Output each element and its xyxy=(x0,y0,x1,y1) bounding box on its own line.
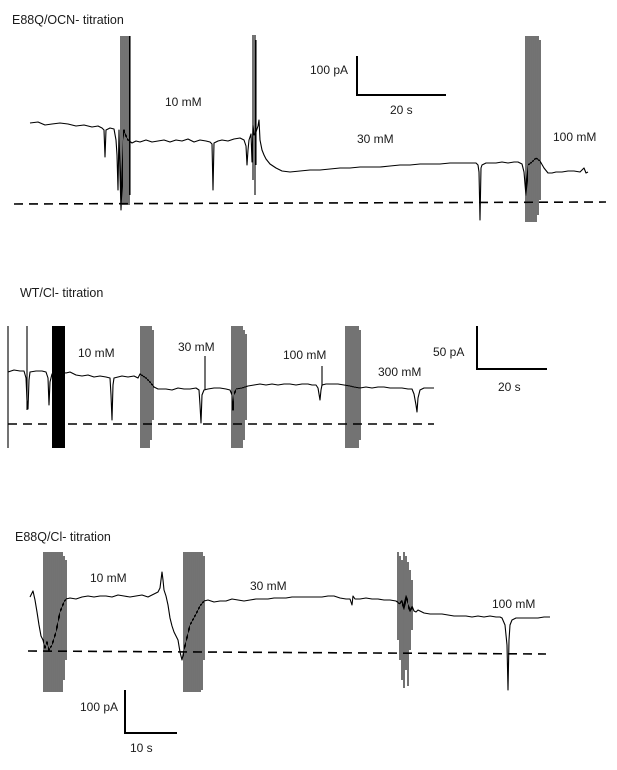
conc-label-10mm: 10 mM xyxy=(78,346,115,360)
current-trace xyxy=(29,571,550,691)
conc-label-10mm: 10 mM xyxy=(90,571,127,585)
panel-e88q-ocn: E88Q/OCN- titration xyxy=(12,13,607,222)
artifact-burst-1 xyxy=(120,36,131,205)
conc-label-100mm: 100 mM xyxy=(283,348,326,362)
panel-title-e88q-cl: E88Q/Cl- titration xyxy=(15,530,111,544)
single-spikes xyxy=(26,326,323,410)
conc-label-10mm: 10 mM xyxy=(165,95,202,109)
artifact-burst-1 xyxy=(140,326,154,448)
scale-bar xyxy=(476,326,547,370)
scale-bar xyxy=(356,56,446,96)
panel-title-wt-cl: WT/Cl- titration xyxy=(20,286,103,300)
scale-bar-current-label: 100 pA xyxy=(80,700,118,714)
scale-bar xyxy=(124,690,177,734)
scale-bar-current-label: 100 pA xyxy=(310,63,348,77)
scale-bar-time-label: 20 s xyxy=(390,103,413,117)
scale-bar-current-label: 50 pA xyxy=(433,345,464,359)
panel-title-e88q-ocn: E88Q/OCN- titration xyxy=(12,13,124,27)
artifact-burst-3 xyxy=(345,326,361,448)
artifact-burst-2 xyxy=(183,552,205,692)
conc-label-30mm: 30 mM xyxy=(178,340,215,354)
artifact-burst-1 xyxy=(43,552,67,692)
artifact-burst-3 xyxy=(525,36,541,222)
baseline-dashed-line xyxy=(13,201,607,205)
conc-label-30mm: 30 mM xyxy=(357,132,394,146)
artifact-burst-3 xyxy=(397,552,413,688)
conc-label-100mm: 100 mM xyxy=(553,130,596,144)
current-trace xyxy=(29,119,589,221)
scale-bar-time-label: 20 s xyxy=(498,380,521,394)
current-trace xyxy=(7,369,434,424)
panel-e88q-cl: E88Q/Cl- titration xyxy=(15,530,550,755)
scale-bar-time-label: 10 s xyxy=(130,741,153,755)
conc-label-300mm: 300 mM xyxy=(378,365,421,379)
artifact-block xyxy=(52,326,65,448)
baseline-dashed-line xyxy=(27,650,547,655)
artifact-burst-2 xyxy=(231,326,247,448)
panel-wt-cl: WT/Cl- titration xyxy=(7,286,547,448)
artifact-burst-2 xyxy=(252,35,257,195)
conc-label-30mm: 30 mM xyxy=(250,579,287,593)
conc-label-100mm: 100 mM xyxy=(492,597,535,611)
